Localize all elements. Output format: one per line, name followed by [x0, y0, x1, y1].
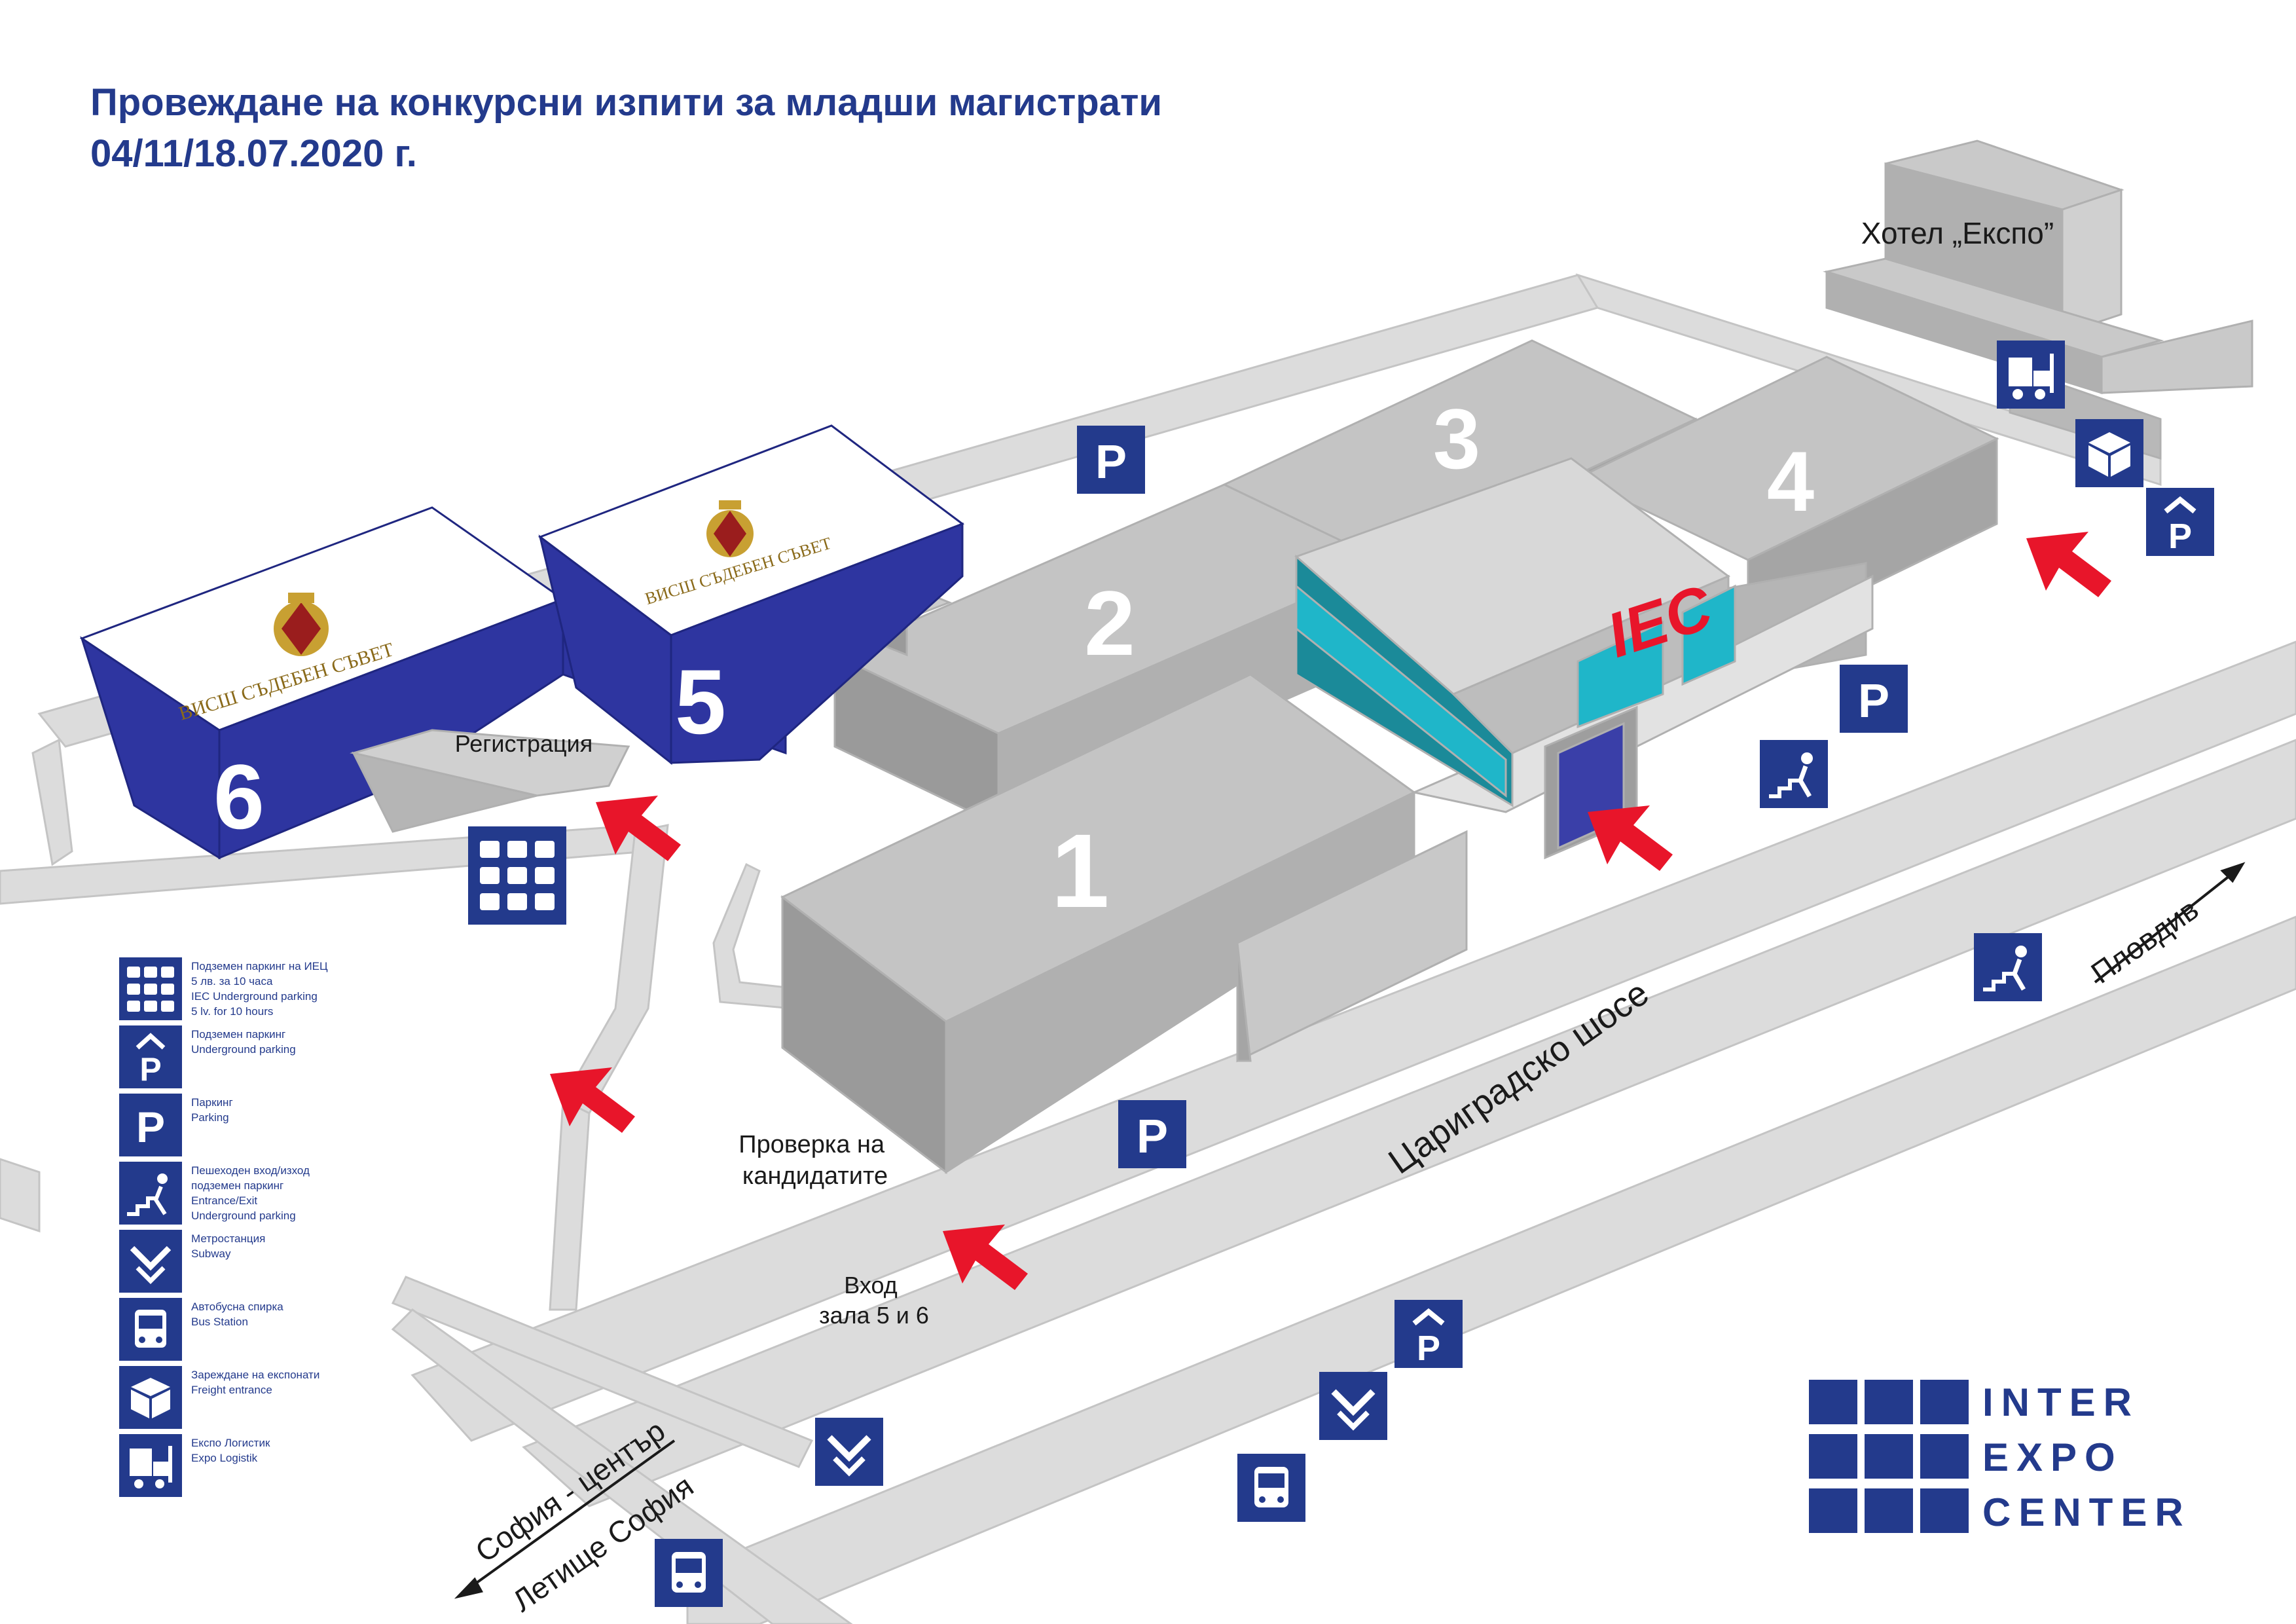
label-entrance-line-2: зала 5 и 6 [819, 1302, 929, 1329]
legend-row-underground-parking: P Подземен паркинг Underground parking [119, 1025, 394, 1094]
svg-text:P: P [1858, 675, 1889, 728]
boulevard-band-3 [686, 915, 2296, 1624]
svg-text:P: P [136, 1103, 165, 1151]
hall-3-number: 3 [1433, 391, 1480, 487]
arrow-iec-entrance [1588, 805, 1673, 871]
legend-row-parking: P Паркинг Parking [119, 1094, 394, 1162]
subway-icon-west [815, 1418, 883, 1486]
sofia-direction-head [454, 1577, 484, 1599]
crest-emblem-hall-5 [706, 500, 754, 557]
parking-icon-iec: P [1840, 665, 1908, 733]
front-walkway [391, 1276, 814, 1468]
inter-expo-logo-mark [1809, 1380, 1969, 1533]
subway-icon-east [1319, 1372, 1387, 1440]
perimeter-road-left [31, 738, 73, 866]
legend-text-subway: Метростанция Subway [191, 1232, 266, 1260]
forklift-icon [119, 1434, 182, 1497]
legend-row-logistik: Експо Логистик Expo Logistik [119, 1434, 394, 1502]
label-hotel-expo: Хотел „Експо” [1861, 216, 2054, 250]
forklift-icon [1997, 341, 2065, 409]
pedestrian-stairs-icon-plovdiv [1974, 933, 2042, 1001]
page-title: Провеждане на конкурсни изпити за младши… [90, 77, 1162, 179]
svg-text:P: P [2168, 517, 2192, 556]
boulevard-band-2 [522, 739, 2296, 1507]
hall-1-building [780, 673, 1468, 1175]
legend-text-bus: Автобусна спирка Bus Station [191, 1301, 283, 1328]
legend-text-garage: Подземен паркинг на ИЕЦ 5 лв. за 10 часа… [191, 960, 328, 1018]
legend-row-subway: Метростанция Subway [119, 1230, 394, 1298]
front-drive [391, 1308, 853, 1624]
access-road [561, 824, 669, 1115]
legend-text-parking: Паркинг Parking [191, 1096, 233, 1124]
bus-icon-west [655, 1539, 723, 1607]
legend-text-pedestrian: Пешеходен вход/изход подземен паркинг En… [191, 1164, 310, 1222]
parking-icon: P [119, 1094, 182, 1156]
pedestrian-stairs-icon [119, 1162, 182, 1225]
pedestrian-stairs-icon-iec [1760, 740, 1828, 808]
map-icons: P P P P P [468, 341, 2214, 1607]
freight-box-icon [119, 1366, 182, 1429]
plovdiv-direction-head [2220, 862, 2246, 883]
legend-text-logistik: Експо Логистик Expo Logistik [191, 1437, 270, 1464]
iec-central-building [1294, 457, 1874, 860]
bus-icon [119, 1298, 182, 1361]
legend-row-pedestrian: Пешеходен вход/изход подземен паркинг En… [119, 1162, 394, 1230]
underground-parking-icon-south: P [1394, 1300, 1463, 1368]
label-candidate-check-line-2: кандидатите [742, 1162, 888, 1190]
freight-box-icon [2075, 419, 2143, 487]
legend-row-bus: Автобусна спирка Bus Station [119, 1298, 394, 1366]
direction-arrows [454, 862, 2246, 1599]
hall-1-number: 1 [1051, 812, 1110, 929]
title-line-1: Провеждане на конкурсни изпити за младши… [90, 81, 1162, 124]
underground-parking-icon: P [119, 1025, 182, 1088]
inter-expo-center-logo-text: INTER EXPO CENTER [1982, 1380, 2191, 1534]
label-candidate-check-line-1: Проверка на [738, 1131, 885, 1158]
hall-6-number: 6 [213, 745, 264, 848]
legend-text-freight: Зареждане на експонати Freight entrance [191, 1369, 320, 1396]
bus-icon-east [1237, 1454, 1305, 1522]
label-entrance-line-1: Вход [844, 1272, 897, 1299]
label-candidate-check: Проверка на кандидатите [738, 1131, 891, 1190]
subway-icon [119, 1230, 182, 1293]
hall-2-number: 2 [1084, 572, 1135, 674]
svg-text:P: P [1417, 1329, 1440, 1368]
parking-icon-back: P [1077, 426, 1145, 494]
svg-text:P: P [139, 1051, 161, 1088]
underground-parking-icon-east: P [2146, 488, 2214, 556]
boulevard-band-1 [410, 640, 2296, 1442]
arrow-hall-4-entrance [2026, 532, 2111, 597]
svg-text:P: P [1137, 1111, 1168, 1163]
parking-garage-icon [468, 826, 566, 925]
parking-garage-icon [119, 957, 182, 1020]
legend-text-underground-parking: Подземен паркинг Underground parking [191, 1028, 296, 1056]
label-entrance-hall-5-6: Вход зала 5 и 6 [819, 1272, 929, 1329]
hall-4-number: 4 [1767, 434, 1814, 529]
crest-emblem-hall-6 [274, 593, 329, 656]
left-strip [0, 1158, 41, 1233]
map-legend: Подземен паркинг на ИЕЦ 5 лв. за 10 часа… [119, 957, 394, 1502]
label-registration: Регистрация [455, 730, 592, 757]
sofia-direction-line [464, 1439, 676, 1593]
svg-text:P: P [1095, 436, 1127, 489]
registration-pavilion [350, 729, 630, 833]
access-road-lower [549, 1098, 591, 1311]
parking-icon-front: P [1118, 1100, 1186, 1168]
legend-row-freight: Зареждане на експонати Freight entrance [119, 1366, 394, 1434]
title-line-2: 04/11/18.07.2020 г. [90, 132, 417, 175]
legend-row-garage: Подземен паркинг на ИЕЦ 5 лв. за 10 часа… [119, 957, 394, 1025]
plovdiv-direction-line [2094, 870, 2237, 984]
hall-5-number: 5 [675, 650, 726, 753]
